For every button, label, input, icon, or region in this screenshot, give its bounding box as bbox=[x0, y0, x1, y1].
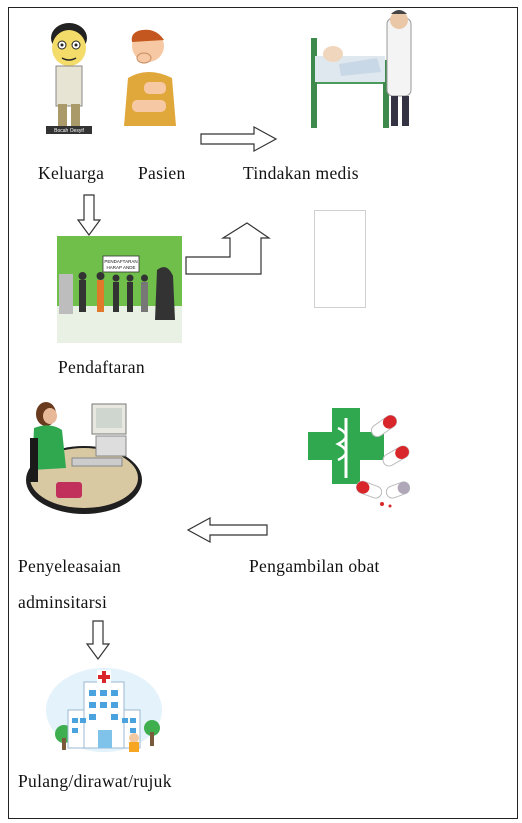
arrow-down-to-registration bbox=[77, 194, 101, 236]
pharmacy-illustration bbox=[308, 408, 411, 508]
arrow-right-to-treatment bbox=[200, 125, 278, 153]
arrow-up-right-to-treatment bbox=[185, 222, 271, 275]
registration-illustration: PENDAFTARAN HARAP ANDE bbox=[57, 236, 182, 343]
patient-illustration bbox=[124, 29, 176, 126]
label-penyelesaian-line1: Penyeleasaian bbox=[18, 556, 122, 576]
label-keluarga: Keluarga bbox=[38, 163, 105, 183]
label-penyelesaian-line2: adminsitarsi bbox=[18, 592, 108, 612]
label-pengambilan-obat: Pengambilan obat bbox=[249, 556, 380, 576]
label-pendaftaran: Pendaftaran bbox=[58, 357, 145, 377]
medical-treatment-illustration bbox=[311, 10, 412, 128]
registration-sign-line1: PENDAFTARAN bbox=[104, 259, 137, 264]
label-pasien: Pasien bbox=[138, 163, 186, 183]
diagram-frame bbox=[8, 7, 518, 819]
registration-sign-line2: HARAP ANDE bbox=[107, 265, 136, 270]
hospital-illustration bbox=[46, 668, 162, 752]
family-illustration: Bocah Oesyif bbox=[46, 23, 92, 134]
label-tindakan-medis: Tindakan medis bbox=[243, 163, 359, 183]
label-pulang: Pulang/dirawat/rujuk bbox=[18, 771, 172, 791]
placeholder-box bbox=[314, 210, 366, 308]
administration-illustration bbox=[26, 402, 142, 514]
arrow-down-to-discharge bbox=[85, 620, 111, 660]
arrow-left-to-administration bbox=[186, 516, 268, 544]
family-caption: Bocah Oesyif bbox=[54, 128, 84, 134]
